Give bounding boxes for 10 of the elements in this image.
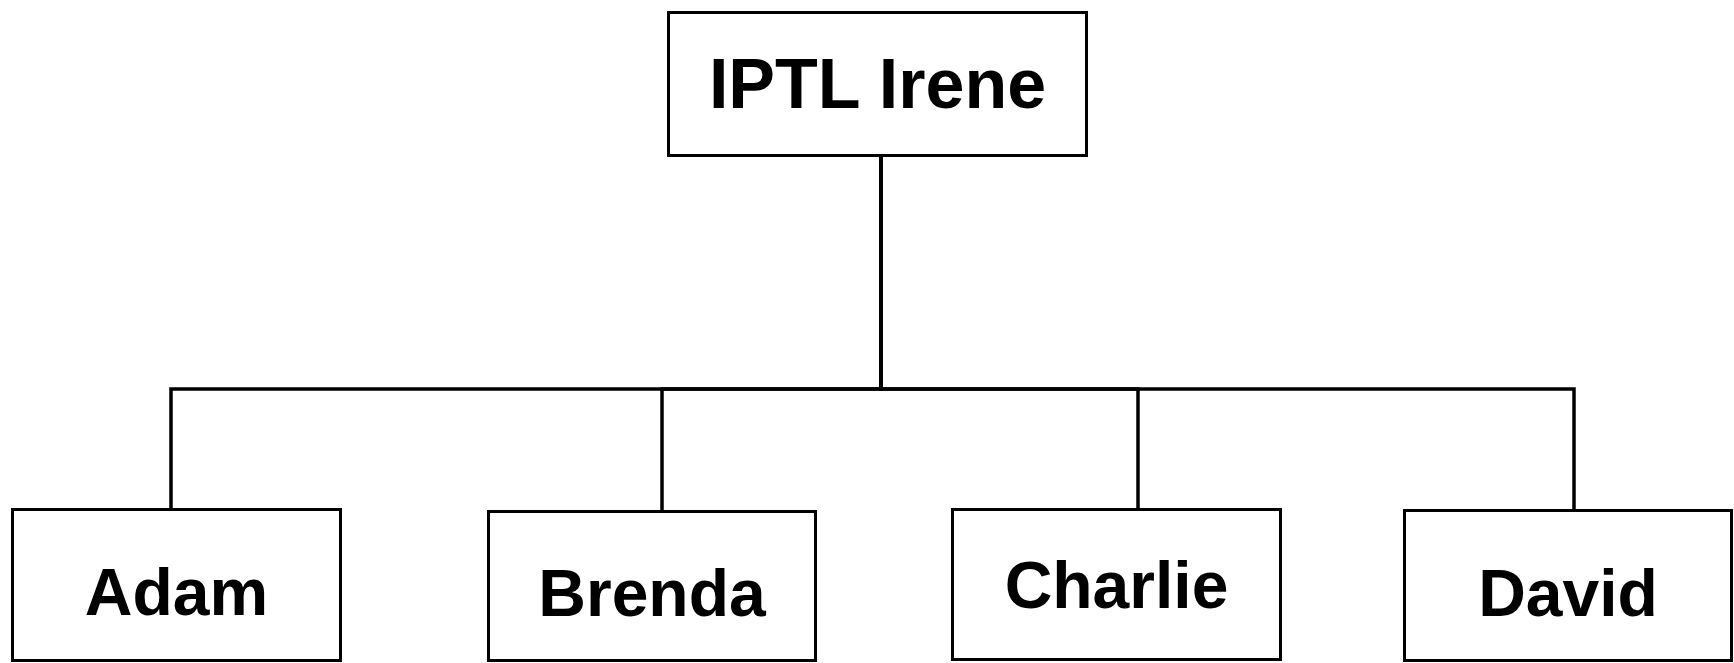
person-name: David [1478, 554, 1658, 631]
name-box [11, 508, 342, 662]
person-name: Brenda [538, 555, 766, 631]
person-name: IPTL Irene [708, 44, 1047, 124]
name-box [951, 508, 1282, 661]
name-box [1403, 509, 1733, 662]
person-name: Charlie [1004, 546, 1229, 623]
person-name: Adam [84, 554, 269, 630]
name-box [487, 510, 817, 662]
name-box [667, 11, 1088, 157]
